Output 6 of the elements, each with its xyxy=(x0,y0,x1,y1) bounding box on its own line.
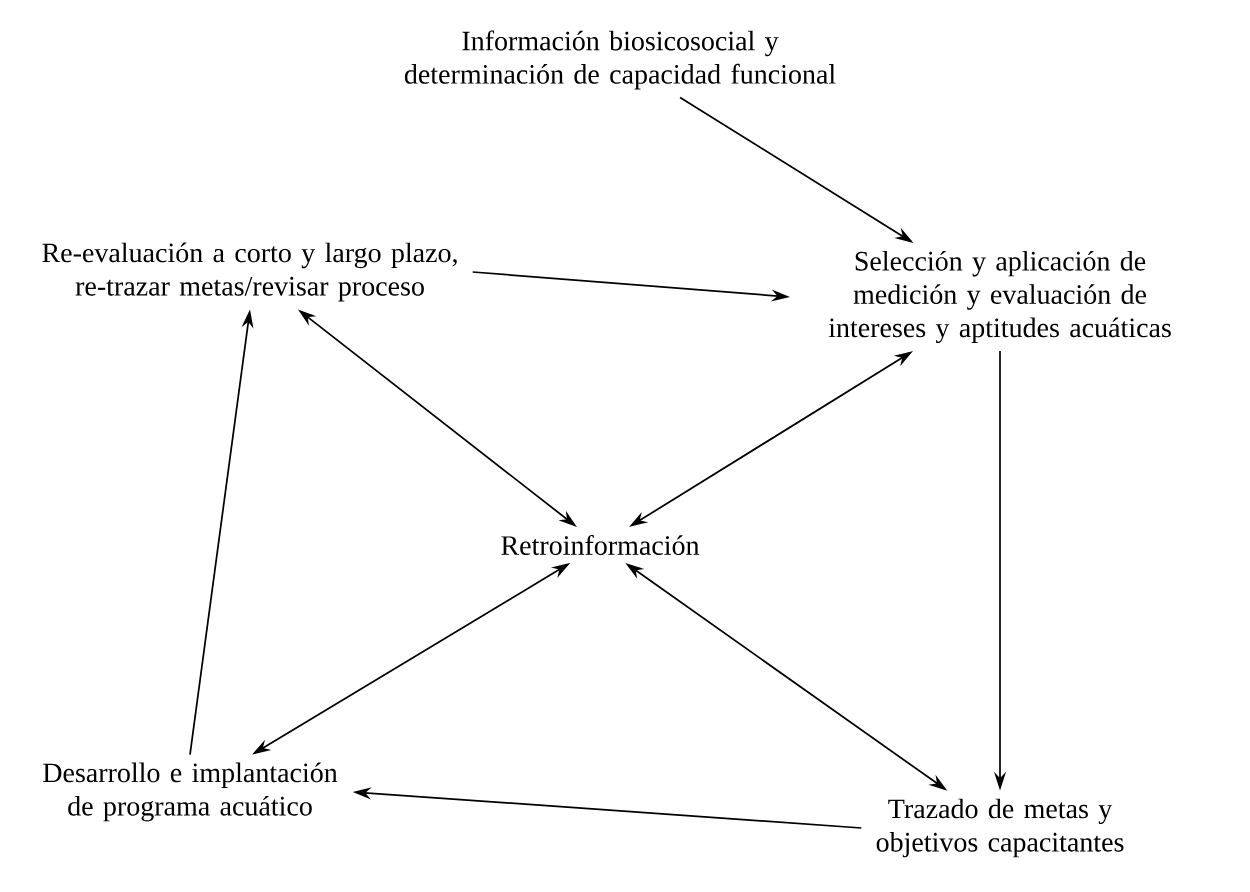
text-label: Selección y aplicación de medición y evaluación de intereses y aptitudes acuáticas xyxy=(828,250,1171,344)
text-label: Información biosicosocial y determinación de capacidad funcional xyxy=(404,30,836,90)
text-label: Trazado de metas y objetivos capacitantes xyxy=(876,798,1124,858)
text-label: Re-evaluación a corto y largo plazo, re-trazar metas/revisar proceso xyxy=(42,242,457,302)
text-label: Retroinformación xyxy=(501,535,700,555)
text-label: Desarrollo e implantación de programa acuático xyxy=(43,762,338,822)
